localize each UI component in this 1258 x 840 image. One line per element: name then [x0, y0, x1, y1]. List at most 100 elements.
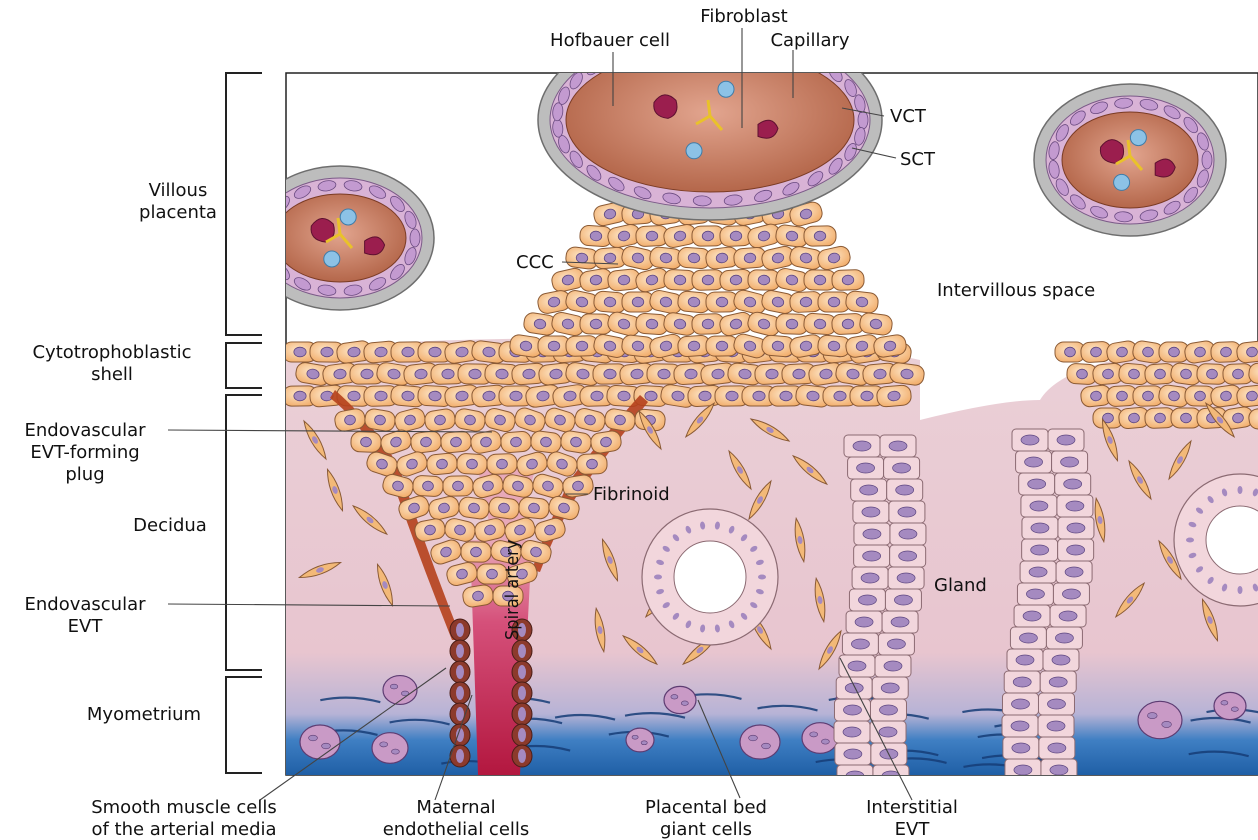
trophoblast-cell [440, 431, 472, 454]
gland-cell [1002, 715, 1038, 737]
gland-cell [885, 589, 921, 611]
trophoblast-cell [487, 453, 518, 474]
label-hofbauer: Hofbauer cell [550, 30, 670, 51]
giant-cell [664, 686, 696, 713]
giant-cell [626, 728, 654, 752]
trophoblast-cell [412, 475, 443, 497]
gland-cell [1010, 627, 1046, 649]
trophoblast-cell [790, 291, 823, 312]
label-endovascular-evt: EndovascularEVT [24, 594, 146, 637]
gland-cell [1002, 693, 1038, 715]
gland-cross-section [642, 509, 778, 645]
gland-cell [1007, 649, 1043, 671]
trophoblast-cell [577, 454, 608, 475]
gland-cell [837, 765, 873, 787]
trophoblast-cell [456, 453, 487, 475]
gland-cell [834, 721, 870, 743]
bracket-decidua [226, 395, 262, 670]
gland-cell [1022, 539, 1058, 561]
arterial-wall-cell [450, 703, 470, 725]
gland-cell [872, 677, 908, 699]
gland-cell [835, 743, 871, 765]
gland-cell [888, 567, 924, 589]
gland-cell [1048, 429, 1084, 451]
label-intervillous: Intervillous space [937, 280, 1095, 301]
label-decidua: Decidua [133, 515, 207, 536]
gland-cell [1038, 715, 1074, 737]
trophoblast-cell [538, 336, 570, 356]
label-sct: SCT [900, 149, 936, 170]
villus-left [246, 166, 434, 310]
gland-cell [880, 435, 916, 457]
gland-cell [1050, 605, 1086, 627]
arterial-wall-cell [512, 640, 532, 662]
gland-cell [1046, 627, 1082, 649]
trophoblast-cell [706, 336, 738, 357]
gland-cell [1019, 473, 1055, 495]
gland-cell [1058, 517, 1094, 539]
label-vct: VCT [890, 106, 927, 127]
giant-cell [372, 733, 408, 764]
giant-cell [1138, 701, 1182, 738]
trophoblast-cell [580, 314, 612, 335]
arterial-wall-cell [512, 661, 532, 683]
label-myometrium: Myometrium [87, 704, 201, 725]
gland-cell [870, 721, 906, 743]
arterial-wall-cell [512, 745, 532, 767]
trophoblast-cell [410, 430, 442, 454]
trophoblast-cell [461, 542, 492, 563]
gland-cell [889, 501, 925, 523]
gland-cell [1057, 495, 1093, 517]
gland-cell [854, 523, 890, 545]
gland-cell [1043, 649, 1079, 671]
giant-cell [1214, 692, 1246, 719]
label-spiral-artery: Spiral artery [502, 539, 523, 640]
gland-cell [836, 677, 872, 699]
label-shell: Cytotrophoblasticshell [32, 342, 191, 385]
trophoblast-cell [351, 431, 382, 452]
villus-floating [1034, 84, 1226, 236]
gland-cell [1014, 605, 1050, 627]
gland-cell [1039, 737, 1075, 759]
arterial-wall-cell [450, 682, 470, 704]
bracket-villous [226, 73, 262, 335]
gland-cell [1058, 539, 1094, 561]
trophoblast-cell [748, 270, 780, 291]
gland-cell [1017, 583, 1053, 605]
arterial-wall-cell [450, 619, 470, 641]
trophoblast-cell [832, 269, 865, 290]
arterial-wall-cell [450, 661, 470, 683]
arterial-wall-cell [512, 724, 532, 746]
gland-cell [1004, 671, 1040, 693]
gland-cell [1012, 429, 1048, 451]
trophoblast-cell [818, 292, 850, 312]
trophoblast-cell [804, 226, 836, 247]
gland-cell [1056, 561, 1092, 583]
gland-cell [852, 567, 888, 589]
arterial-wall-cell [512, 682, 532, 704]
label-gland: Gland [934, 575, 987, 596]
gland-cell [851, 479, 887, 501]
trophoblast-cell [845, 290, 879, 313]
label-capillary: Capillary [770, 30, 849, 51]
arterial-wall-cell [450, 724, 470, 746]
gland-cell [1038, 693, 1074, 715]
gland-cell [848, 457, 884, 479]
gland-cell [1053, 583, 1089, 605]
label-ccc: CCC [516, 252, 554, 273]
gland-cell [846, 611, 882, 633]
gland-cell [870, 699, 906, 721]
trophoblast-cell [443, 476, 473, 497]
gland-cell [853, 501, 889, 523]
gland-cell [1040, 671, 1076, 693]
gland-cell [834, 699, 870, 721]
gland-cell [1055, 473, 1091, 495]
bracket-shell [226, 343, 262, 388]
giant-cell [300, 725, 340, 759]
gland-cell [887, 479, 923, 501]
trophoblast-cell [776, 314, 809, 335]
giant-cell [740, 725, 780, 759]
